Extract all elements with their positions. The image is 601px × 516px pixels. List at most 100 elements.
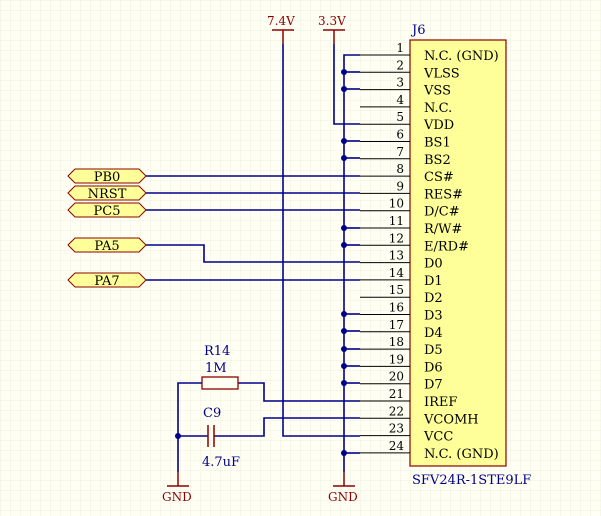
junction-dot (341, 155, 347, 161)
connector-part-number: SFV24R-1STE9LF (412, 473, 531, 488)
pin-number: 13 (389, 249, 404, 263)
pin-name: R/W# (424, 222, 462, 237)
capacitor-designator: C9 (203, 406, 221, 421)
pin-name: E/RD# (424, 239, 469, 254)
connector-pin[interactable]: 4N.C. (360, 93, 452, 116)
pin-name: VCOMH (423, 412, 479, 427)
junction-dot (341, 69, 347, 75)
pin-number: 8 (396, 162, 404, 176)
pin-number: 19 (389, 352, 404, 366)
net-port-shape (67, 168, 147, 184)
pin-number: 23 (389, 422, 404, 436)
pin-name: D3 (424, 309, 443, 324)
net-port-label: PB0 (94, 170, 121, 185)
ground-center-label: GND (328, 490, 358, 504)
wire-c9-vcomh (214, 417, 360, 437)
pin-number: 3 (396, 76, 404, 90)
pin-number: 6 (396, 128, 404, 142)
ground-center[interactable]: GND (328, 472, 358, 504)
pin-name: D4 (424, 326, 443, 341)
pin-name: BS1 (424, 136, 451, 151)
net-port-nrst[interactable]: NRST (67, 185, 147, 202)
net-port-pb0[interactable]: PB0 (67, 168, 147, 185)
wire-pa5 (146, 244, 360, 263)
junction-dot (341, 328, 347, 334)
power-7v4-label: 7.4V (267, 14, 295, 28)
connector-pin[interactable]: 10D/C# (360, 197, 460, 220)
pin-number: 2 (396, 58, 404, 72)
pin-name: D1 (424, 274, 443, 289)
pin-number: 15 (389, 283, 404, 297)
pin-name: N.C. (424, 101, 452, 116)
junction-dot (341, 86, 347, 92)
connector-body (409, 39, 507, 467)
resistor-value: 1M (205, 361, 227, 376)
junctions (175, 69, 347, 456)
pin-number: 4 (396, 93, 404, 107)
pin-name: N.C. (GND) (424, 447, 499, 462)
connector-j6[interactable]: J6 1N.C. (GND)2VLSS3VSS4N.C.5VDD6BS17BS2… (360, 23, 531, 488)
pin-number: 1 (396, 41, 404, 55)
connector-pin[interactable]: 1N.C. (GND) (360, 41, 499, 64)
pin-number: 14 (389, 266, 405, 280)
net-port-label: PA7 (94, 274, 119, 289)
pin-number: 21 (389, 387, 404, 401)
connector-pin[interactable]: 12E/RD# (360, 231, 469, 254)
pin-name: D5 (424, 343, 443, 358)
pin-name: D/C# (424, 205, 460, 220)
wire-r14-iref (238, 382, 360, 402)
resistor-body (201, 376, 239, 390)
resistor-designator: R14 (204, 344, 230, 359)
pin-number: 11 (389, 214, 404, 228)
connector-pin[interactable]: 24N.C. (GND) (360, 439, 499, 462)
pin-name: VCC (423, 430, 453, 445)
net-port-pc5[interactable]: PC5 (67, 202, 147, 219)
resistor-r14[interactable]: R14 1M (201, 344, 239, 390)
ground-left[interactable]: GND (162, 472, 192, 504)
connector-designator: J6 (410, 23, 425, 38)
wire-7v4-pin23 (282, 44, 360, 437)
pin-number: 18 (389, 335, 404, 349)
connector-pins: 1N.C. (GND)2VLSS3VSS4N.C.5VDD6BS17BS28CS… (360, 41, 499, 462)
net-port-pa5[interactable]: PA5 (67, 237, 147, 254)
wire-3v3-pin5 (333, 44, 360, 125)
connector-pin[interactable]: 11R/W# (360, 214, 462, 237)
pin-name: D6 (424, 360, 443, 375)
capacitor-value: 4.7uF (202, 455, 240, 470)
junction-dot (341, 242, 347, 248)
pin-number: 16 (389, 301, 404, 315)
pin-number: 10 (389, 197, 404, 211)
net-port-label: PA5 (94, 239, 119, 254)
pin-name: BS2 (424, 153, 451, 168)
junction-dot (341, 380, 347, 386)
ground-left-label: GND (162, 490, 192, 504)
junction-dot (341, 363, 347, 369)
power-3v3[interactable]: 3.3V (318, 14, 346, 44)
junction-dot (341, 311, 347, 317)
pin-number: 5 (396, 110, 404, 124)
power-7v4[interactable]: 7.4V (267, 14, 295, 44)
net-port-pa7[interactable]: PA7 (67, 272, 147, 289)
connector-pin[interactable]: 8CS# (360, 162, 454, 185)
capacitor-c9[interactable]: C9 4.7uF (202, 406, 240, 470)
